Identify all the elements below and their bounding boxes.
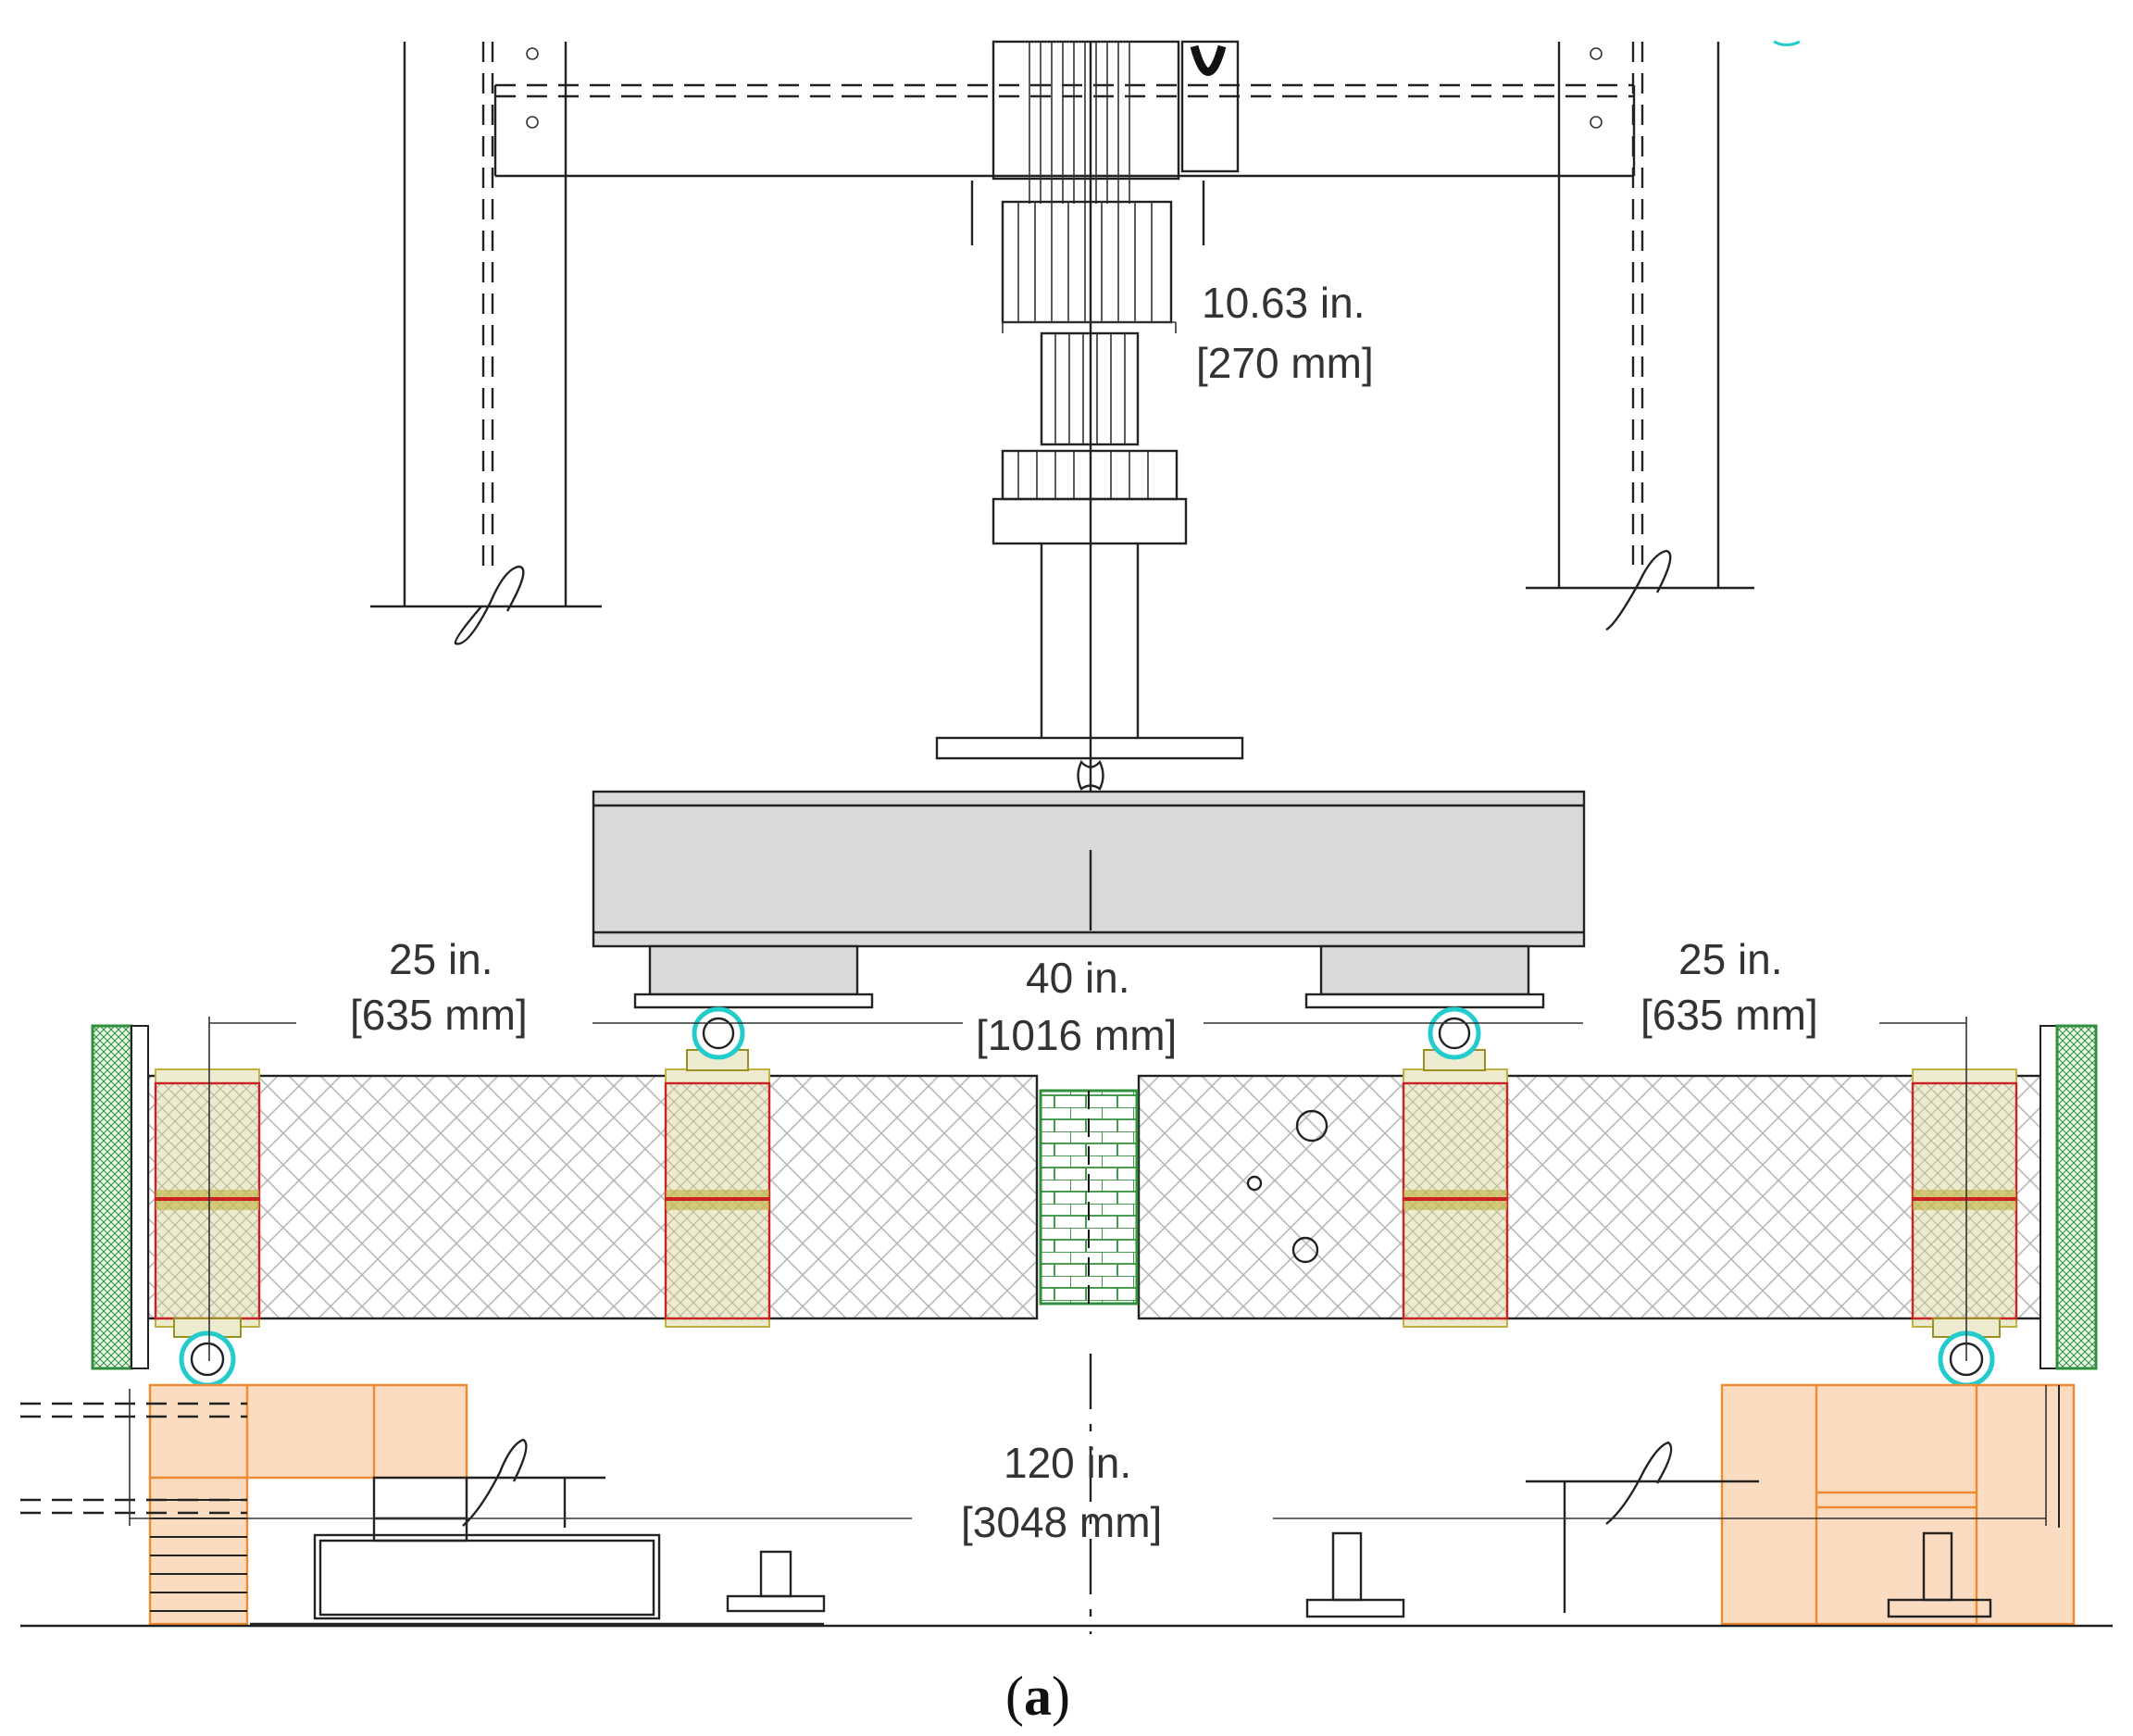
bearing-blocks: [154, 1049, 2018, 1338]
end-plates: [91, 1024, 2098, 1370]
actuator-width-dimension: 10.63 in. [270 mm]: [1196, 279, 1374, 387]
right-overhang-imperial: 25 in.: [1678, 935, 1783, 983]
figure-caption: (a): [1005, 1666, 1070, 1727]
load-span-imperial: 40 in.: [1026, 954, 1130, 1002]
reaction-frame: [370, 40, 1801, 645]
hydraulic-actuator: [935, 40, 1244, 796]
spreader-beam: [592, 790, 1586, 1009]
total-span-metric: [3048 mm]: [961, 1498, 1162, 1546]
total-span-dimension: 120 in. [3048 mm]: [961, 1439, 1162, 1546]
left-overhang-imperial: 25 in.: [389, 935, 493, 983]
beam-specimen: [146, 1074, 2059, 1320]
left-overhang-metric: [635 mm]: [350, 991, 528, 1039]
load-span-metric: [1016 mm]: [976, 1011, 1177, 1059]
spreader-beam-body: [592, 790, 1586, 948]
right-overhang-dimension: 25 in. [635 mm]: [1640, 935, 1818, 1039]
load-span-dimension: 40 in. [1016 mm]: [976, 954, 1177, 1059]
caption-close: ): [1052, 1666, 1070, 1727]
caption-open: (: [1005, 1666, 1024, 1727]
actuator-width-imperial: 10.63 in.: [1202, 279, 1365, 327]
total-span-imperial: 120 in.: [1004, 1439, 1131, 1487]
caption-letter: a: [1024, 1666, 1052, 1727]
dimension-lines: [129, 1017, 2047, 1526]
left-support: [20, 1383, 826, 1626]
right-support: [1305, 1383, 2076, 1626]
right-overhang-metric: [635 mm]: [1640, 991, 1818, 1039]
actuator-width-metric: [270 mm]: [1196, 339, 1374, 387]
left-overhang-dimension: 25 in. [635 mm]: [350, 935, 528, 1039]
